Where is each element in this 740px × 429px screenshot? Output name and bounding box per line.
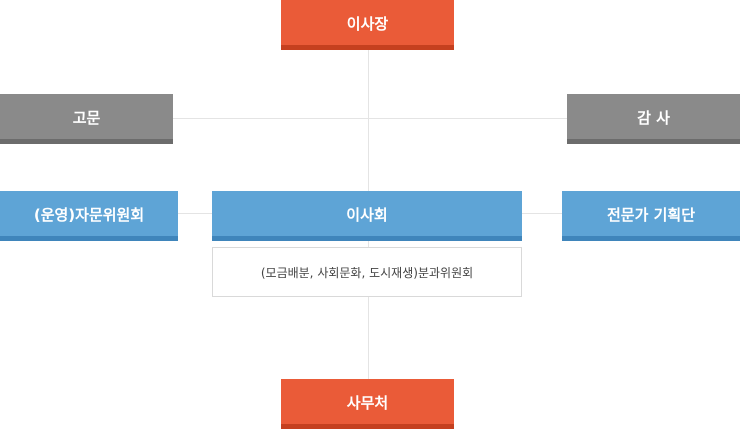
expert-planning-group-label: 전문가 기획단 (606, 206, 696, 224)
chairman-node: 이사장 (281, 0, 454, 50)
advisor-label: 고문 (72, 109, 101, 127)
connector-board-expert (522, 213, 562, 214)
board-node: 이사회 (212, 191, 522, 241)
secretariat-node: 사무처 (281, 379, 454, 429)
connector-advisor-auditor (173, 118, 567, 119)
auditor-label: 감 사 (637, 109, 670, 127)
advisory-committee-node: (운영)자문위원회 (0, 191, 178, 241)
secretariat-label: 사무처 (346, 394, 389, 412)
auditor-node: 감 사 (567, 94, 740, 144)
board-label: 이사회 (346, 206, 388, 224)
expert-planning-group-node: 전문가 기획단 (562, 191, 740, 241)
advisor-node: 고문 (0, 94, 173, 144)
subcommittees-node: (모금배분, 사회문화, 도시재생)분과위원회 (212, 247, 522, 297)
chairman-label: 이사장 (346, 15, 389, 33)
subcommittees-label: (모금배분, 사회문화, 도시재생)분과위원회 (260, 265, 474, 280)
advisory-committee-label: (운영)자문위원회 (33, 206, 145, 224)
connector-committee-board (178, 213, 212, 214)
